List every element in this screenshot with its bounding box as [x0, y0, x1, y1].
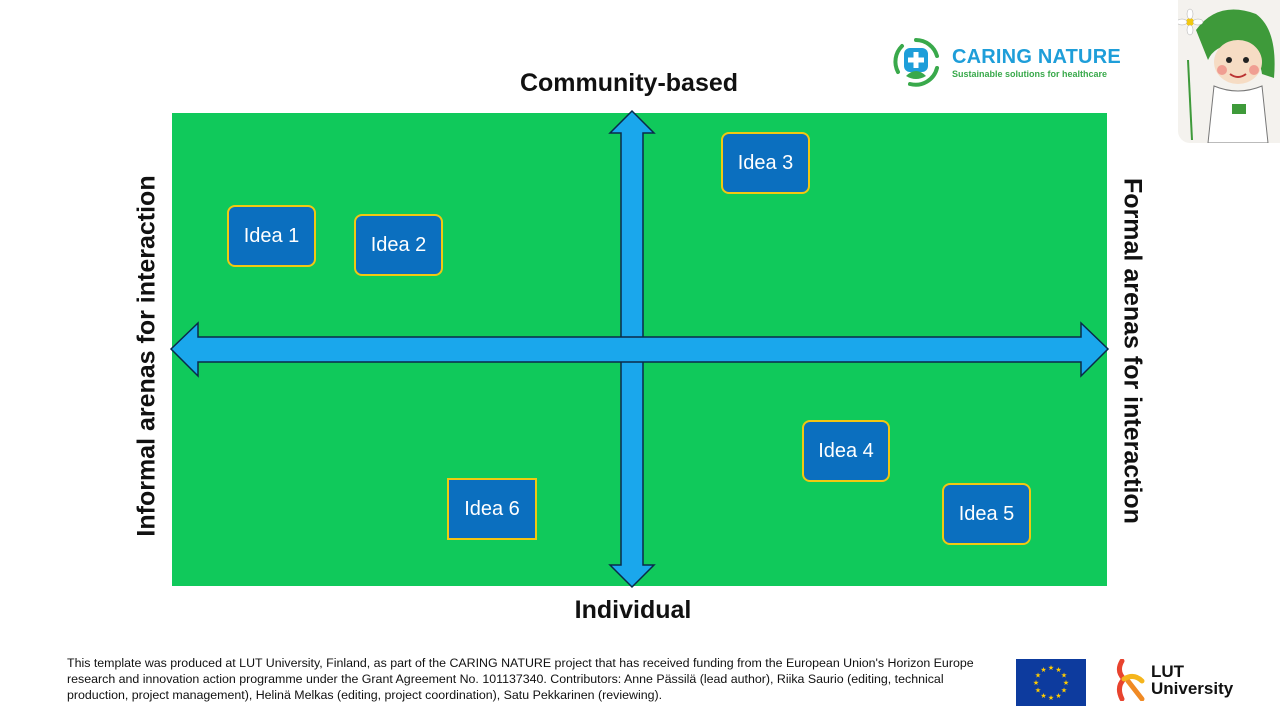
- lut-logo-line2: University: [1151, 679, 1234, 698]
- lut-logo: LUT University: [1114, 659, 1244, 703]
- idea-5-box[interactable]: Idea 5: [942, 483, 1031, 545]
- eu-star: ★: [1055, 666, 1061, 674]
- logo-subtitle: Sustainable solutions for healthcare: [952, 69, 1108, 79]
- idea-6-box[interactable]: Idea 6: [447, 478, 537, 540]
- idea-3-box[interactable]: Idea 3: [721, 132, 810, 194]
- eu-star: ★: [1040, 666, 1046, 674]
- eu-flag-icon: ★★★★★★★★★★★★: [1016, 659, 1086, 706]
- eu-star: ★: [1040, 692, 1046, 700]
- lut-logo-text: LUT University: [1151, 663, 1233, 697]
- eu-star: ★: [1033, 679, 1039, 687]
- eu-star: ★: [1035, 687, 1041, 695]
- idea-4-box[interactable]: Idea 4: [802, 420, 890, 482]
- lut-logo-line1: LUT: [1151, 662, 1185, 681]
- lut-logo-icon: [1116, 659, 1145, 701]
- footer-credits: This template was produced at LUT Univer…: [67, 656, 974, 702]
- eu-star: ★: [1061, 672, 1067, 680]
- caring-nature-logo-icon: [893, 38, 939, 87]
- eu-star: ★: [1055, 692, 1061, 700]
- eu-star: ★: [1061, 687, 1067, 695]
- caring-nature-logo: CARING NATURE Sustainable solutions for …: [890, 36, 1130, 92]
- idea-1-box[interactable]: Idea 1: [227, 205, 316, 267]
- horizontal-double-arrow: [169, 321, 1110, 378]
- logo-title: CARING NATURE: [952, 46, 1121, 68]
- eu-star: ★: [1035, 672, 1041, 680]
- eu-star: ★: [1048, 694, 1054, 702]
- mascot-illustration: [1178, 0, 1280, 143]
- axis-label-top: Community-based: [519, 69, 739, 97]
- eu-star: ★: [1063, 679, 1069, 687]
- eu-star: ★: [1048, 664, 1054, 672]
- axis-label-bottom: Individual: [574, 596, 692, 624]
- idea-2-box[interactable]: Idea 2: [354, 214, 443, 276]
